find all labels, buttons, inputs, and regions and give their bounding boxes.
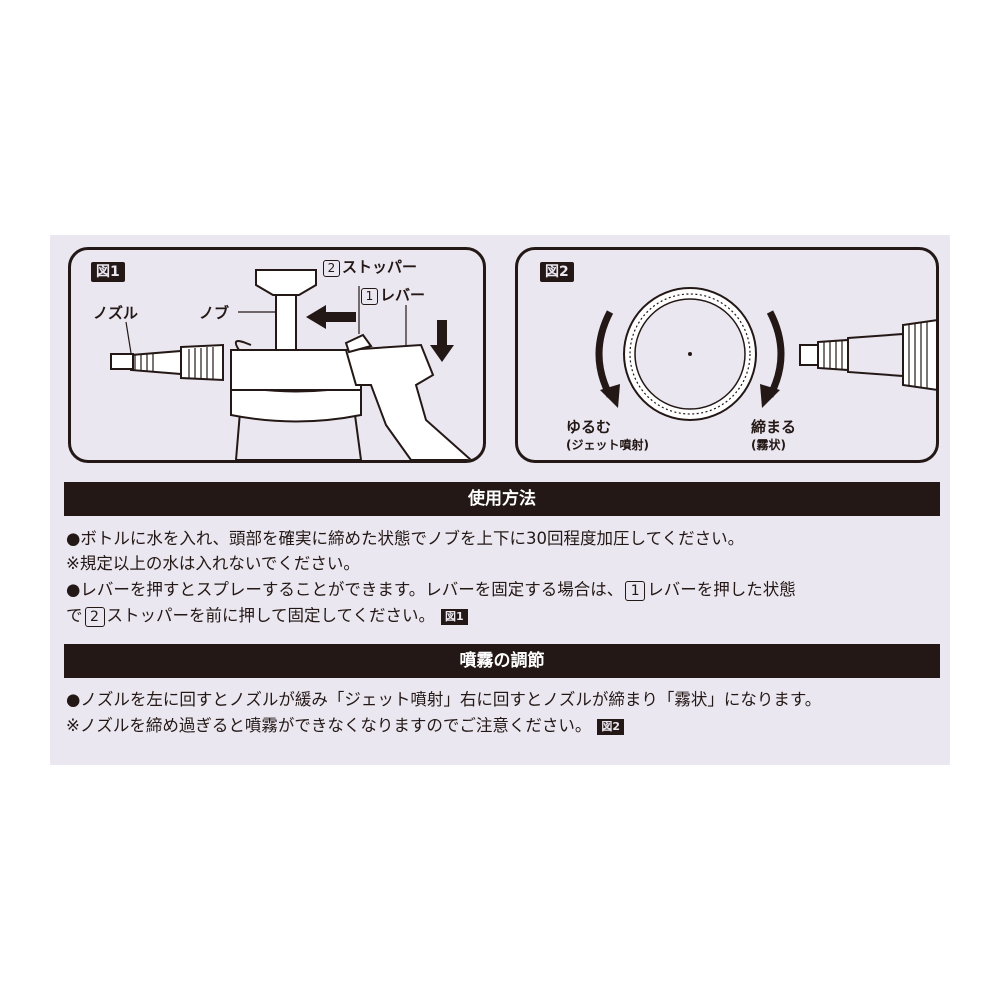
nozzle-dial-illustration <box>595 287 936 421</box>
usage-line-2: ※規定以上の水は入れないでください。 <box>66 554 360 573</box>
adjust-line-1: ●ノズルを左に回すとノズルが緩み「ジェット噴射」右に回すとノズルが締まり「霧状」… <box>66 690 822 709</box>
tighten-sublabel: (霧状) <box>751 438 786 452</box>
lever-number-inline: 1 <box>625 581 646 601</box>
loosen-sublabel: (ジェット噴射) <box>566 438 649 452</box>
figure-2-ref: 図2 <box>597 718 624 735</box>
figure-1-tag: 図1 <box>91 262 125 282</box>
loosen-label: ゆるむ <box>566 418 612 436</box>
figure-1-ref: 図1 <box>441 608 468 625</box>
adjust-header: 噴霧の調節 <box>64 644 940 678</box>
usage-header: 使用方法 <box>64 482 940 516</box>
sprayer-illustration <box>110 269 473 460</box>
usage-line-1: ●ボトルに水を入れ、頭部を確実に締めた状態でノブを上下に30回程度加圧してくださ… <box>66 529 745 548</box>
stopper-number: 2 <box>323 260 340 277</box>
push-left-arrow <box>306 305 356 329</box>
tighten-label: 締まる <box>751 418 797 436</box>
lever-number: 1 <box>361 288 378 305</box>
push-down-arrow <box>430 320 454 362</box>
figure-2-nozzle-dial: 図2 ゆるむ (ジェット噴射) 締まる (霧状) <box>515 247 939 463</box>
adjust-line-2: ※ノズルを締め過ぎると噴霧ができなくなりますのでご注意ください。図2 <box>66 715 624 737</box>
nozzle-label: ノズル <box>93 304 139 322</box>
stopper-number-inline: 2 <box>84 607 105 627</box>
figure-2-tag: 図2 <box>540 262 574 282</box>
knob-label: ノブ <box>199 304 230 322</box>
